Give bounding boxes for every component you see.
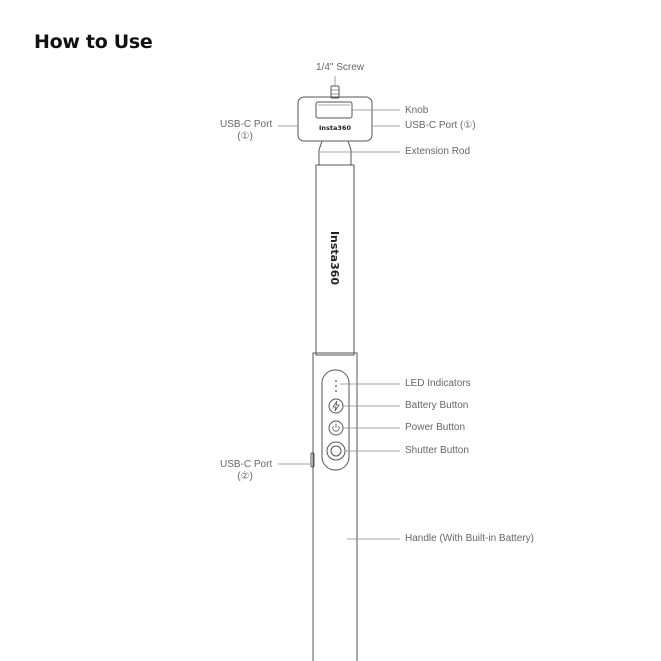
label-usbc-top-right: USB-C Port (①)	[405, 120, 476, 132]
label-power-button: Power Button	[405, 422, 466, 433]
brand-text-head: Insta360	[319, 124, 351, 132]
label-handle: Handle (With Built-in Battery)	[405, 533, 534, 544]
handle	[312, 352, 358, 661]
usbc-port-side	[310, 452, 315, 468]
brand-text-rod: Insta360	[328, 231, 341, 285]
shutter-button	[326, 441, 346, 461]
screw	[330, 85, 340, 99]
battery-button	[328, 398, 344, 414]
label-shutter-button: Shutter Button	[405, 445, 469, 456]
lightning-icon	[332, 400, 340, 412]
mount-head	[297, 96, 373, 142]
label-usbc-top-right-num: (①)	[460, 120, 476, 131]
label-usbc-top-left: USB-C Port (①)	[220, 119, 273, 143]
label-usbc-bottom-left-text: USB-C Port	[220, 459, 273, 470]
led-indicators	[335, 380, 337, 392]
label-battery-button: Battery Button	[405, 400, 469, 411]
control-panel	[321, 369, 350, 471]
label-usbc-top-left-text: USB-C Port	[220, 119, 273, 130]
extension-rod	[315, 164, 355, 356]
knob	[315, 101, 353, 119]
label-knob: Knob	[405, 105, 429, 116]
neck	[318, 140, 352, 166]
label-usbc-top-right-text: USB-C Port	[405, 120, 458, 131]
label-extension-rod: Extension Rod	[405, 146, 471, 157]
label-screw: 1/4" Screw	[316, 62, 365, 73]
power-icon	[332, 423, 340, 432]
page-title: How to Use	[34, 31, 153, 53]
label-usbc-bottom-left-num: (②)	[237, 471, 253, 482]
label-usbc-bottom-left: USB-C Port (②)	[220, 459, 273, 483]
label-usbc-top-left-num: (①)	[237, 131, 253, 142]
label-led: LED Indicators	[405, 378, 471, 389]
